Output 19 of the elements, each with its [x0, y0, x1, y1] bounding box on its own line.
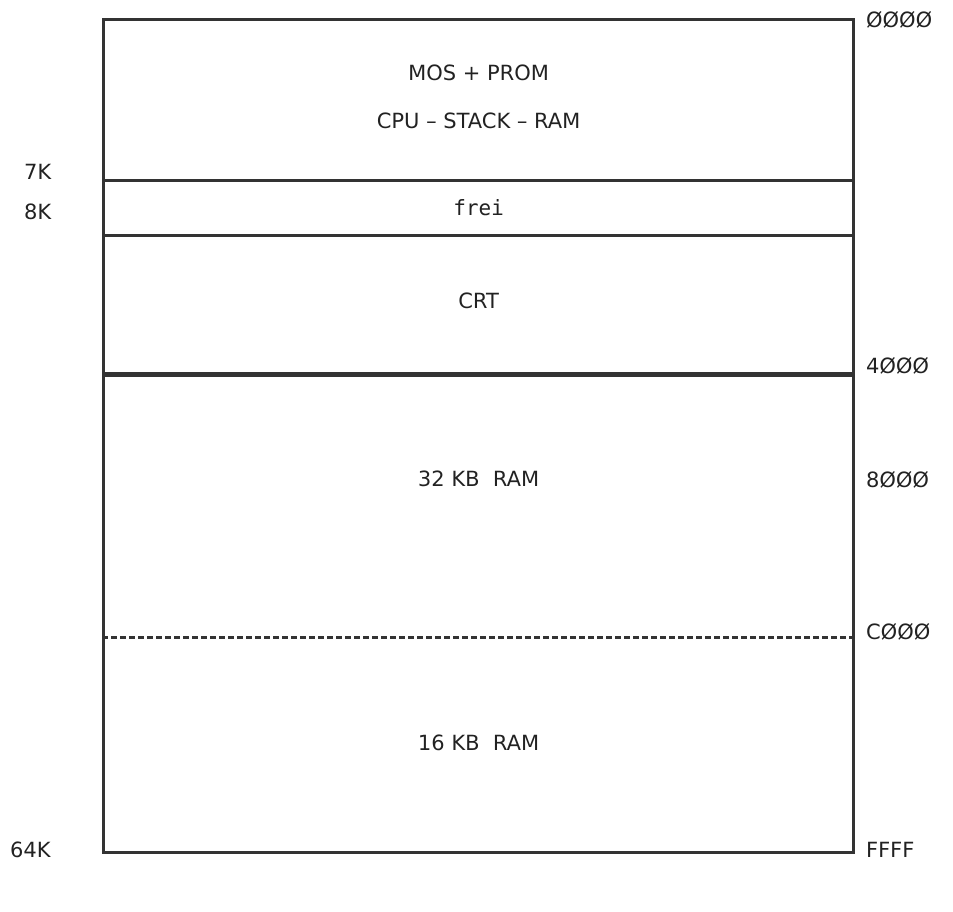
- size-label: 8K: [24, 200, 52, 224]
- memory-region: [102, 179, 855, 237]
- address-label: 8ØØØ: [866, 468, 929, 492]
- address-label: CØØØ: [866, 620, 930, 644]
- size-label: 64K: [10, 838, 50, 862]
- address-label: 4ØØØ: [866, 354, 929, 378]
- memory-region: [102, 374, 855, 639]
- region-label: 16 KB RAM: [418, 731, 540, 755]
- region-label: 32 KB RAM: [418, 467, 540, 491]
- region-label: CRT: [458, 289, 499, 313]
- size-label: 7K: [24, 160, 52, 184]
- address-label: FFFF: [866, 838, 914, 862]
- memory-region: [102, 636, 855, 854]
- memory-region: [102, 18, 855, 182]
- region-label: CPU – STACK – RAM: [376, 109, 580, 133]
- region-label: MOS + PROM: [408, 61, 549, 85]
- memory-region: [102, 234, 855, 377]
- region-label: frei: [453, 196, 504, 220]
- address-label: ØØØØ: [866, 8, 932, 32]
